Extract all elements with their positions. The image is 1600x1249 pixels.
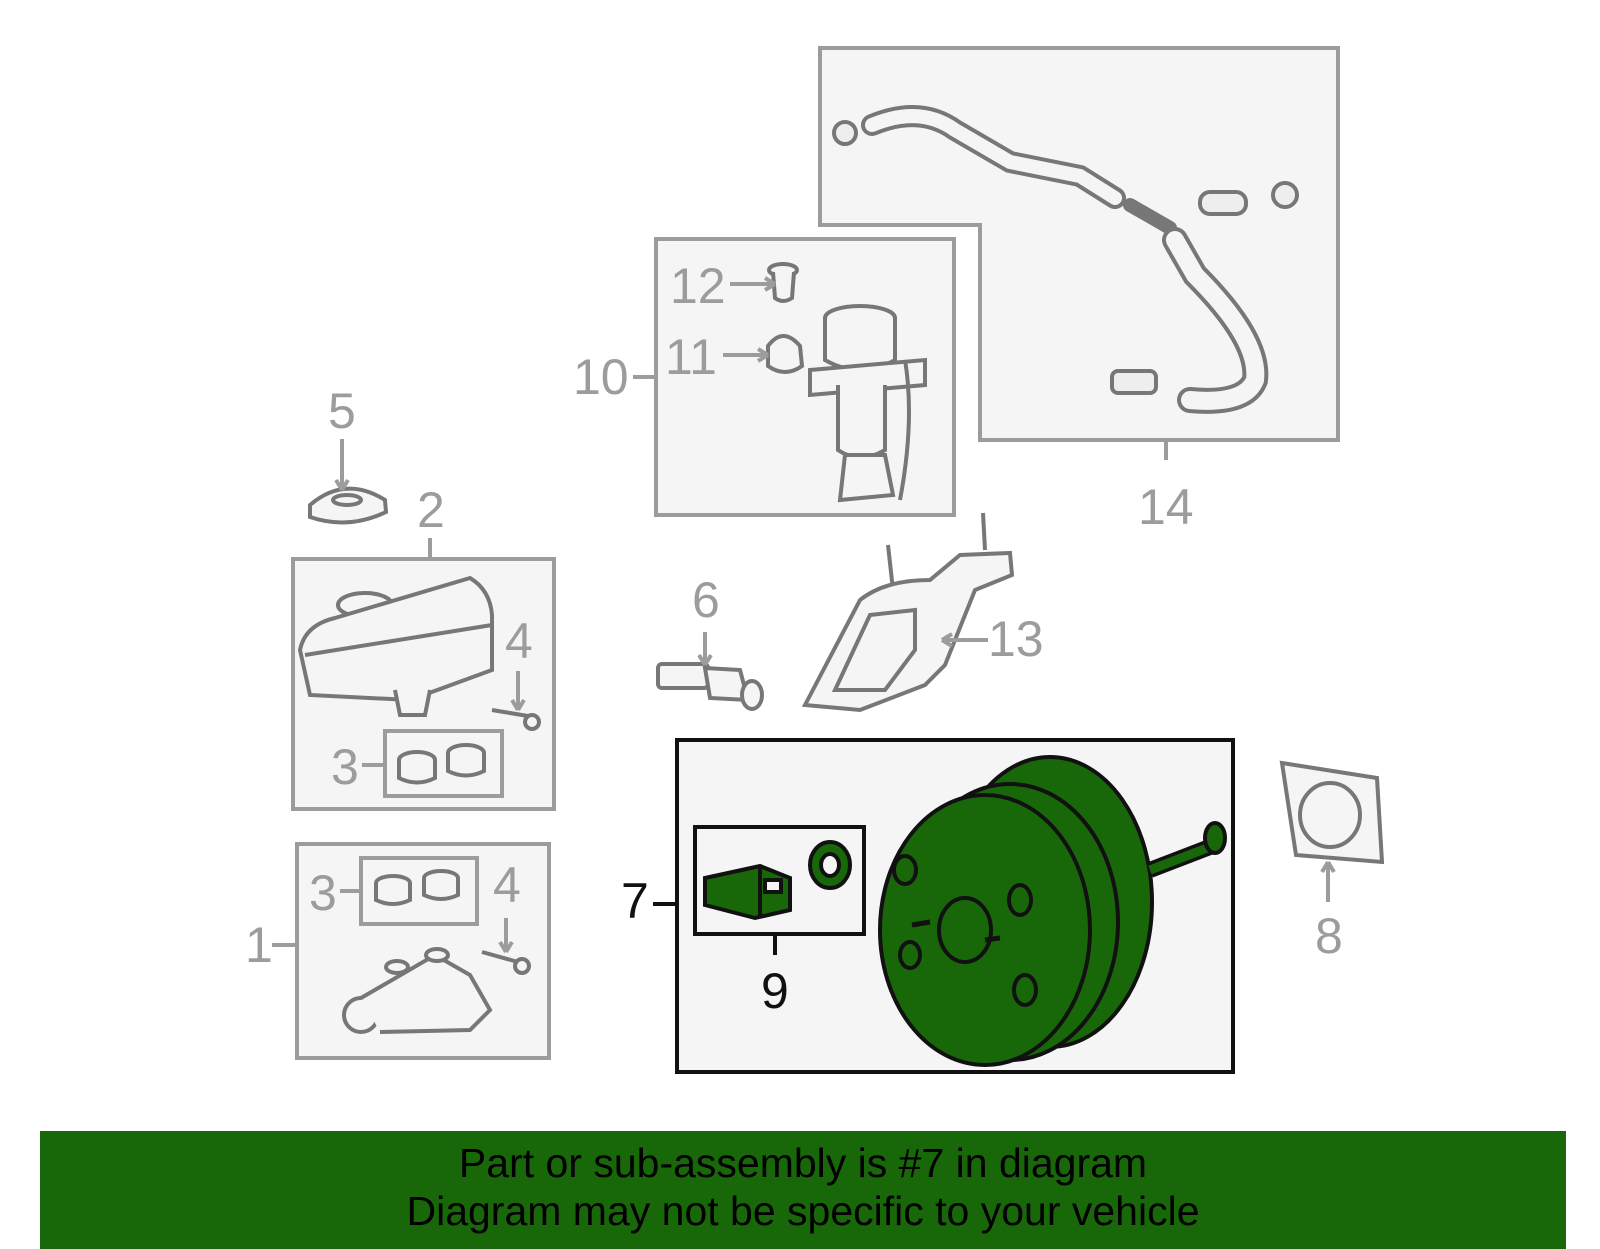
bracket-part-13 — [801, 512, 1015, 713]
pin-part-4-lower — [481, 950, 531, 975]
switch-part-9 — [703, 840, 852, 921]
callout-3-upper: 3 — [331, 739, 359, 795]
callout-10: 10 — [573, 349, 629, 405]
grommet-part-12 — [767, 262, 799, 303]
brake-booster-part-7 — [878, 755, 1227, 1067]
leader-lines — [272, 276, 1336, 954]
callout-1: 1 — [245, 917, 273, 973]
reservoir-part-2 — [297, 575, 494, 717]
pin-part-4-upper — [491, 708, 541, 731]
master-cylinder-part-1 — [342, 947, 493, 1034]
gasket-part-8 — [1279, 760, 1385, 865]
hose-assembly-part-14 — [832, 105, 1299, 414]
callout-5: 5 — [328, 383, 356, 439]
callout-12: 12 — [670, 258, 726, 314]
info-banner-line-1: Part or sub-assembly is #7 in diagram — [458, 1140, 1148, 1186]
cap-part-5 — [308, 486, 389, 525]
callout-13: 13 — [988, 611, 1044, 667]
callout-labels: 14 10 12 11 5 2 4 3 6 13 8 1 3 4 7 9 — [245, 258, 1343, 1019]
callout-4-lower: 4 — [493, 857, 521, 913]
callout-9: 9 — [761, 963, 789, 1019]
callout-4-upper: 4 — [505, 613, 533, 669]
seals-part-3-lower — [374, 869, 460, 906]
seals-part-3-upper — [397, 743, 486, 785]
group-box-14 — [818, 46, 1340, 442]
callout-14: 14 — [1138, 479, 1194, 535]
callout-11: 11 — [665, 329, 717, 385]
callout-8: 8 — [1315, 908, 1343, 964]
leader-lines-highlight — [653, 902, 777, 955]
info-banner: Part or sub-assembly is #7 in diagram Di… — [40, 1131, 1566, 1249]
callout-6: 6 — [692, 572, 720, 628]
info-banner-line-2: Diagram may not be specific to your vehi… — [406, 1188, 1200, 1234]
isolator-part-11 — [766, 334, 805, 374]
sensor-part-6 — [656, 662, 764, 711]
callout-2: 2 — [417, 482, 445, 538]
callout-3-lower: 3 — [309, 865, 337, 921]
callout-7: 7 — [621, 873, 649, 929]
pump-part-10 — [808, 304, 927, 503]
